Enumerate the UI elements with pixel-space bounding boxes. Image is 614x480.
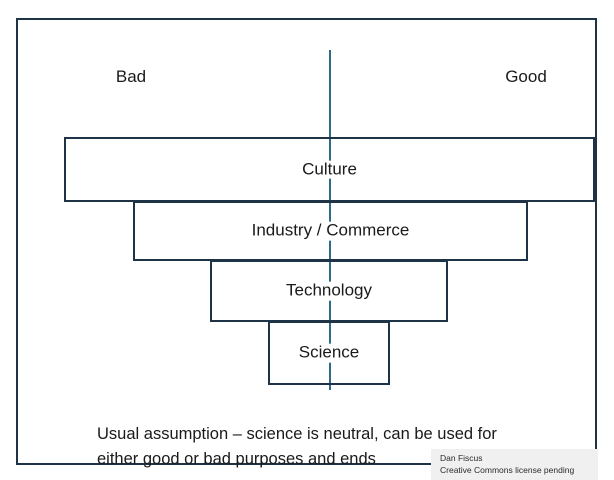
level-label-industry-commerce: Industry / Commerce — [244, 221, 417, 241]
credit-license: Creative Commons license pending — [440, 464, 575, 475]
level-box-technology: Technology — [210, 260, 448, 322]
good-bad-divider-line — [329, 50, 331, 390]
level-box-industry-commerce: Industry / Commerce — [133, 201, 528, 261]
diagram-outer-frame: Bad Good Culture Industry / Commerce Tec… — [16, 18, 598, 480]
credit-badge: Dan Fiscus Creative Commons license pend… — [431, 449, 598, 480]
level-label-science: Science — [291, 343, 367, 363]
axis-label-bad: Bad — [115, 67, 147, 86]
diagram-caption: Usual assumption – science is neutral, c… — [97, 422, 577, 472]
caption-line-2: either good or bad purposes and ends — [97, 450, 376, 468]
level-box-culture: Culture — [64, 137, 595, 202]
level-label-culture: Culture — [295, 159, 364, 179]
axis-label-good: Good — [505, 67, 547, 86]
level-label-technology: Technology — [278, 281, 380, 301]
level-box-science: Science — [268, 321, 390, 385]
caption-line-1: Usual assumption – science is neutral, c… — [97, 425, 497, 443]
credit-author: Dan Fiscus — [440, 453, 483, 463]
